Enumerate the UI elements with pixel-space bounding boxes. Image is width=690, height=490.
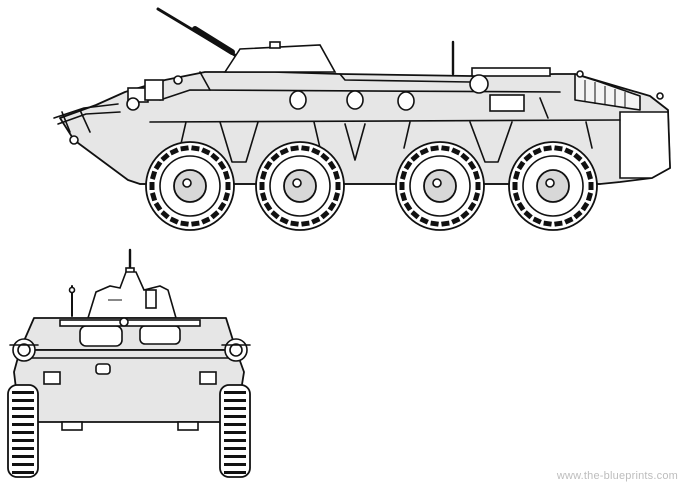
tread-block: [12, 391, 34, 394]
vision-port: [346, 90, 364, 110]
watermark: www.the-blueprints.com: [556, 470, 678, 482]
tread-block: [224, 439, 246, 442]
driver-hatch: [79, 325, 123, 347]
front-hull: [13, 349, 245, 423]
tread-block: [12, 463, 34, 466]
tread-block: [224, 415, 246, 418]
tyre-tread: [12, 391, 246, 474]
road-wheel: [255, 141, 345, 231]
road-wheel: [145, 141, 235, 231]
engine-grille: [574, 70, 664, 111]
wheel-set: [145, 141, 598, 231]
tread-block: [12, 471, 34, 474]
tread-block: [224, 463, 246, 466]
machine-gun-barrel: [156, 7, 240, 59]
road-wheel: [508, 141, 598, 231]
tread-block: [224, 423, 246, 426]
side-view: [53, 7, 671, 231]
tread-block: [12, 407, 34, 410]
turret-front: [86, 271, 178, 319]
road-wheel: [395, 141, 485, 231]
tread-block: [224, 391, 246, 394]
tread-block: [12, 399, 34, 402]
front-trim-vane: [53, 103, 121, 145]
front-view: [7, 248, 251, 478]
tread-block: [224, 471, 246, 474]
tread-block: [12, 431, 34, 434]
tread-block: [224, 431, 246, 434]
vision-port: [397, 91, 415, 111]
tread-block: [12, 423, 34, 426]
turret: [223, 44, 337, 73]
tread-block: [12, 455, 34, 458]
right-headlight: [221, 338, 251, 362]
tread-block: [12, 439, 34, 442]
tread-block: [224, 455, 246, 458]
tread-block: [12, 447, 34, 450]
headlight-cluster: [126, 75, 183, 111]
commander-hatch: [139, 325, 181, 345]
tread-block: [224, 399, 246, 402]
tread-block: [12, 415, 34, 418]
tread-block: [224, 407, 246, 410]
left-headlight: [9, 338, 39, 362]
vision-port: [289, 90, 307, 110]
tread-block: [224, 447, 246, 450]
